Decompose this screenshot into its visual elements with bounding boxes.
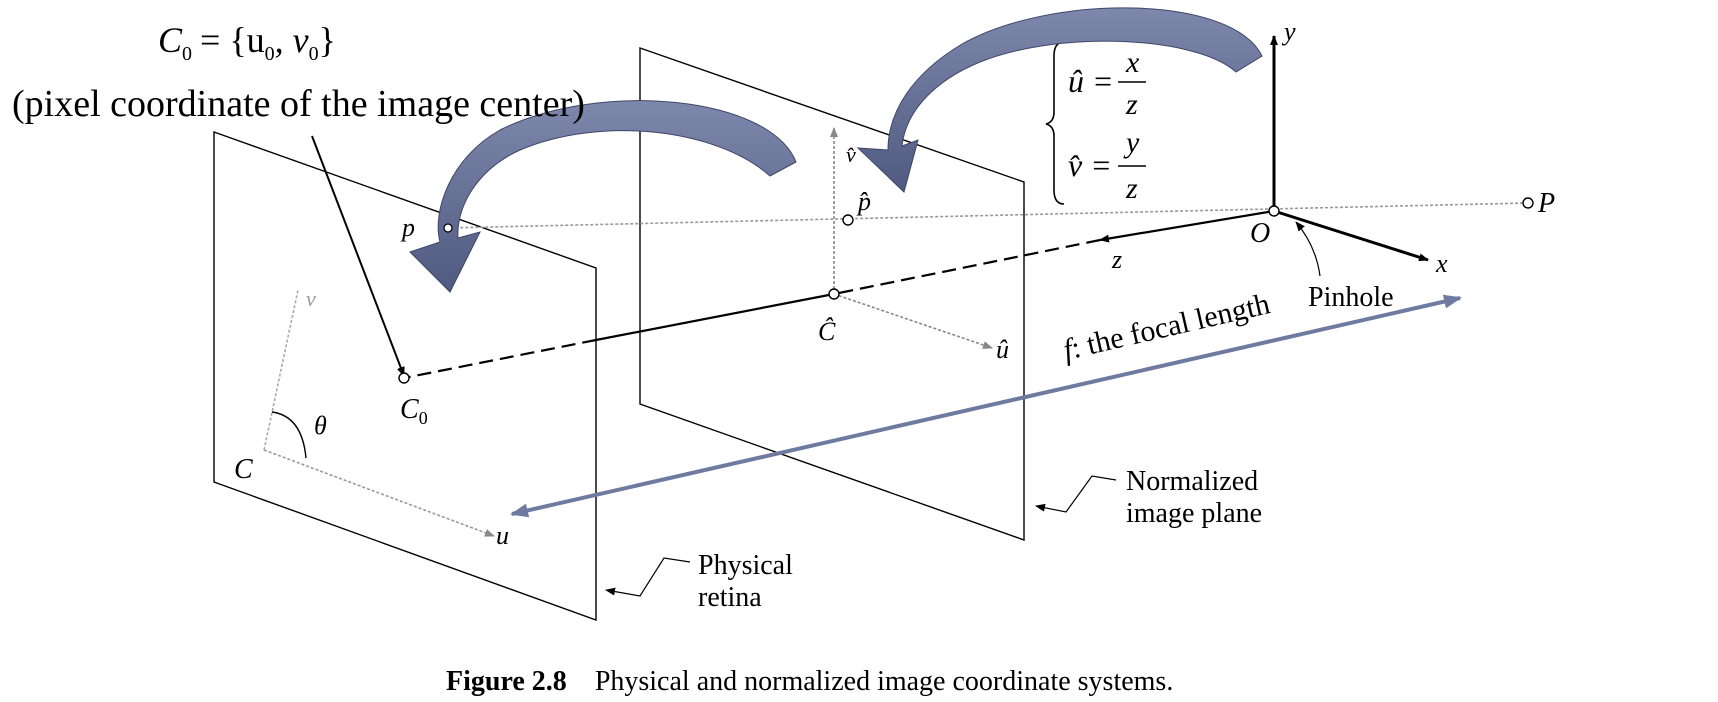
curved-arrow-right	[856, 7, 1263, 193]
normalized-plane-leader	[1035, 475, 1117, 513]
v-hat-equation-lhs: v̂ =	[1068, 147, 1112, 183]
u-physical-axis	[263, 449, 495, 537]
physical-retina-label-1: Physical	[698, 550, 793, 581]
v-physical-label: v	[306, 286, 316, 311]
u-physical-label: u	[496, 521, 509, 550]
x-axis	[1273, 209, 1429, 262]
theta-label: θ	[314, 411, 327, 440]
p-marker	[443, 223, 453, 233]
pinhole-leader	[1295, 221, 1321, 277]
p-hat-marker	[842, 214, 854, 226]
point-p-label: p	[400, 213, 415, 242]
c0-marker	[398, 372, 410, 384]
focal-length-label: f: the focal length	[1060, 287, 1273, 367]
origin-marker	[1268, 205, 1280, 217]
pinhole-label: Pinhole	[1308, 282, 1394, 313]
focal-length-arrow	[511, 294, 1462, 516]
focal-length-arrow-back	[510, 503, 530, 518]
v-hat-numerator: y	[1123, 126, 1140, 159]
v-hat-denominator: z	[1125, 172, 1138, 205]
theta-arc	[271, 411, 307, 459]
x-axis-label: x	[1435, 249, 1448, 278]
point-P-marker	[1522, 197, 1534, 209]
optical-axis-dashed-2	[403, 338, 597, 380]
u-hat-numerator: x	[1125, 46, 1140, 79]
c-hat-marker	[828, 288, 840, 300]
point-P-label: P	[1537, 188, 1555, 219]
projection-ray	[447, 202, 1529, 229]
physical-retina-leader	[605, 557, 691, 597]
optical-axis-dashed-1	[833, 238, 1101, 296]
u-hat-axis	[833, 293, 993, 349]
curved-arrow-left	[409, 100, 797, 293]
image-center-description: (pixel coordinate of the image center)	[12, 83, 585, 125]
c-hat-label: Ĉ	[818, 317, 836, 346]
physical-retina-plane	[213, 131, 597, 621]
c-physical-label: C	[234, 454, 253, 485]
y-axis-label: y	[1281, 17, 1296, 46]
v-physical-axis	[263, 289, 299, 451]
normalized-plane-label-2: image plane	[1126, 498, 1262, 529]
equation-brace	[1045, 41, 1065, 205]
optical-axis-solid	[1099, 209, 1275, 243]
center-pointer-arrow	[311, 135, 405, 377]
normalized-plane-label-1: Normalized	[1126, 466, 1258, 497]
u-hat-label: û	[996, 335, 1009, 364]
p-hat-label: p̂	[856, 187, 871, 216]
c0-equation: C0= {u0, v0}	[158, 20, 336, 65]
z-axis-label: z	[1111, 245, 1122, 274]
origin-label: O	[1250, 218, 1270, 249]
u-hat-denominator: z	[1125, 88, 1138, 121]
physical-retina-label-2: retina	[698, 582, 762, 613]
c0-label: C0	[400, 394, 428, 428]
v-hat-label: v̂	[846, 142, 856, 167]
u-hat-equation-lhs: û =	[1068, 63, 1114, 99]
optical-axis-behind-plane	[595, 292, 835, 342]
